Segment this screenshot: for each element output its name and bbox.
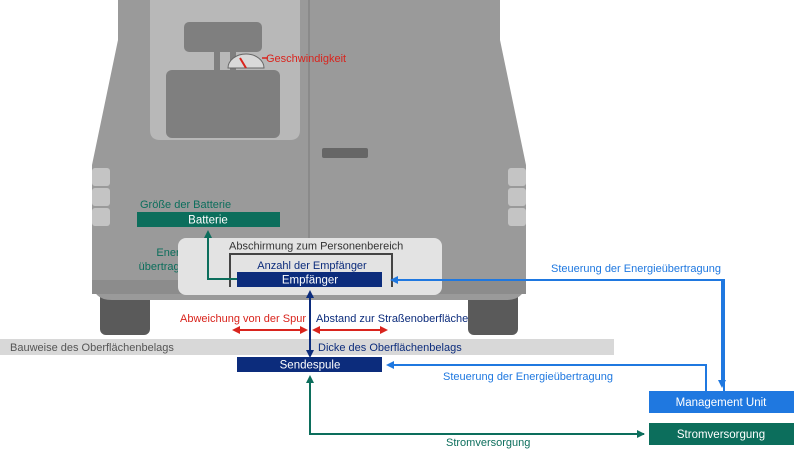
left-tail-light <box>92 168 110 186</box>
lane-deviation-label: Abweichung von der Spur <box>180 313 306 325</box>
control-label-bottom: Steuerung der Energieübertragung <box>443 371 613 383</box>
transmitter-coil-label: Sendespule <box>280 360 341 372</box>
control-arrow-bottom <box>386 361 707 391</box>
control-arrow-to-unit <box>392 279 726 388</box>
pavement-construction-label: Bauweise des Oberflächenbelags <box>10 342 174 354</box>
power-supply-line-arrow <box>306 375 644 435</box>
door-handle <box>322 148 368 158</box>
road-distance-label: Abstand zur Straßenoberfläche <box>316 313 468 325</box>
power-supply-label: Stromversorgung <box>677 429 765 441</box>
receiver-label: Empfänger <box>282 275 338 287</box>
energy-transfer-arrow <box>204 230 237 280</box>
control-label-top: Steuerung der Energieübertragung <box>551 263 721 275</box>
shielding-label: Abschirmung zum Personenbereich <box>229 241 403 253</box>
speed-label: Geschwindigkeit <box>266 53 346 65</box>
speedometer-icon <box>227 53 265 69</box>
right-tail-light <box>508 168 526 186</box>
receiver-box <box>237 272 382 287</box>
right-tire <box>468 290 518 335</box>
battery-size-label: Größe der Batterie <box>140 199 231 211</box>
power-supply-box <box>649 423 794 445</box>
seat-back <box>166 70 280 138</box>
shielding-bracket <box>229 253 393 287</box>
receiver-count-label: Anzahl der Empfänger <box>257 260 367 272</box>
transmitter-coil-box <box>237 357 382 372</box>
management-unit-label: Management Unit <box>676 397 768 409</box>
pavement-thickness-label: Dicke des Oberflächenbelags <box>318 342 462 354</box>
power-supply-line-label: Stromversorgung <box>446 437 530 449</box>
battery-label: Batterie <box>188 215 228 227</box>
seat-headrest <box>184 22 262 52</box>
battery-box <box>137 212 280 227</box>
left-tire <box>100 290 150 335</box>
management-unit-box <box>649 391 794 413</box>
